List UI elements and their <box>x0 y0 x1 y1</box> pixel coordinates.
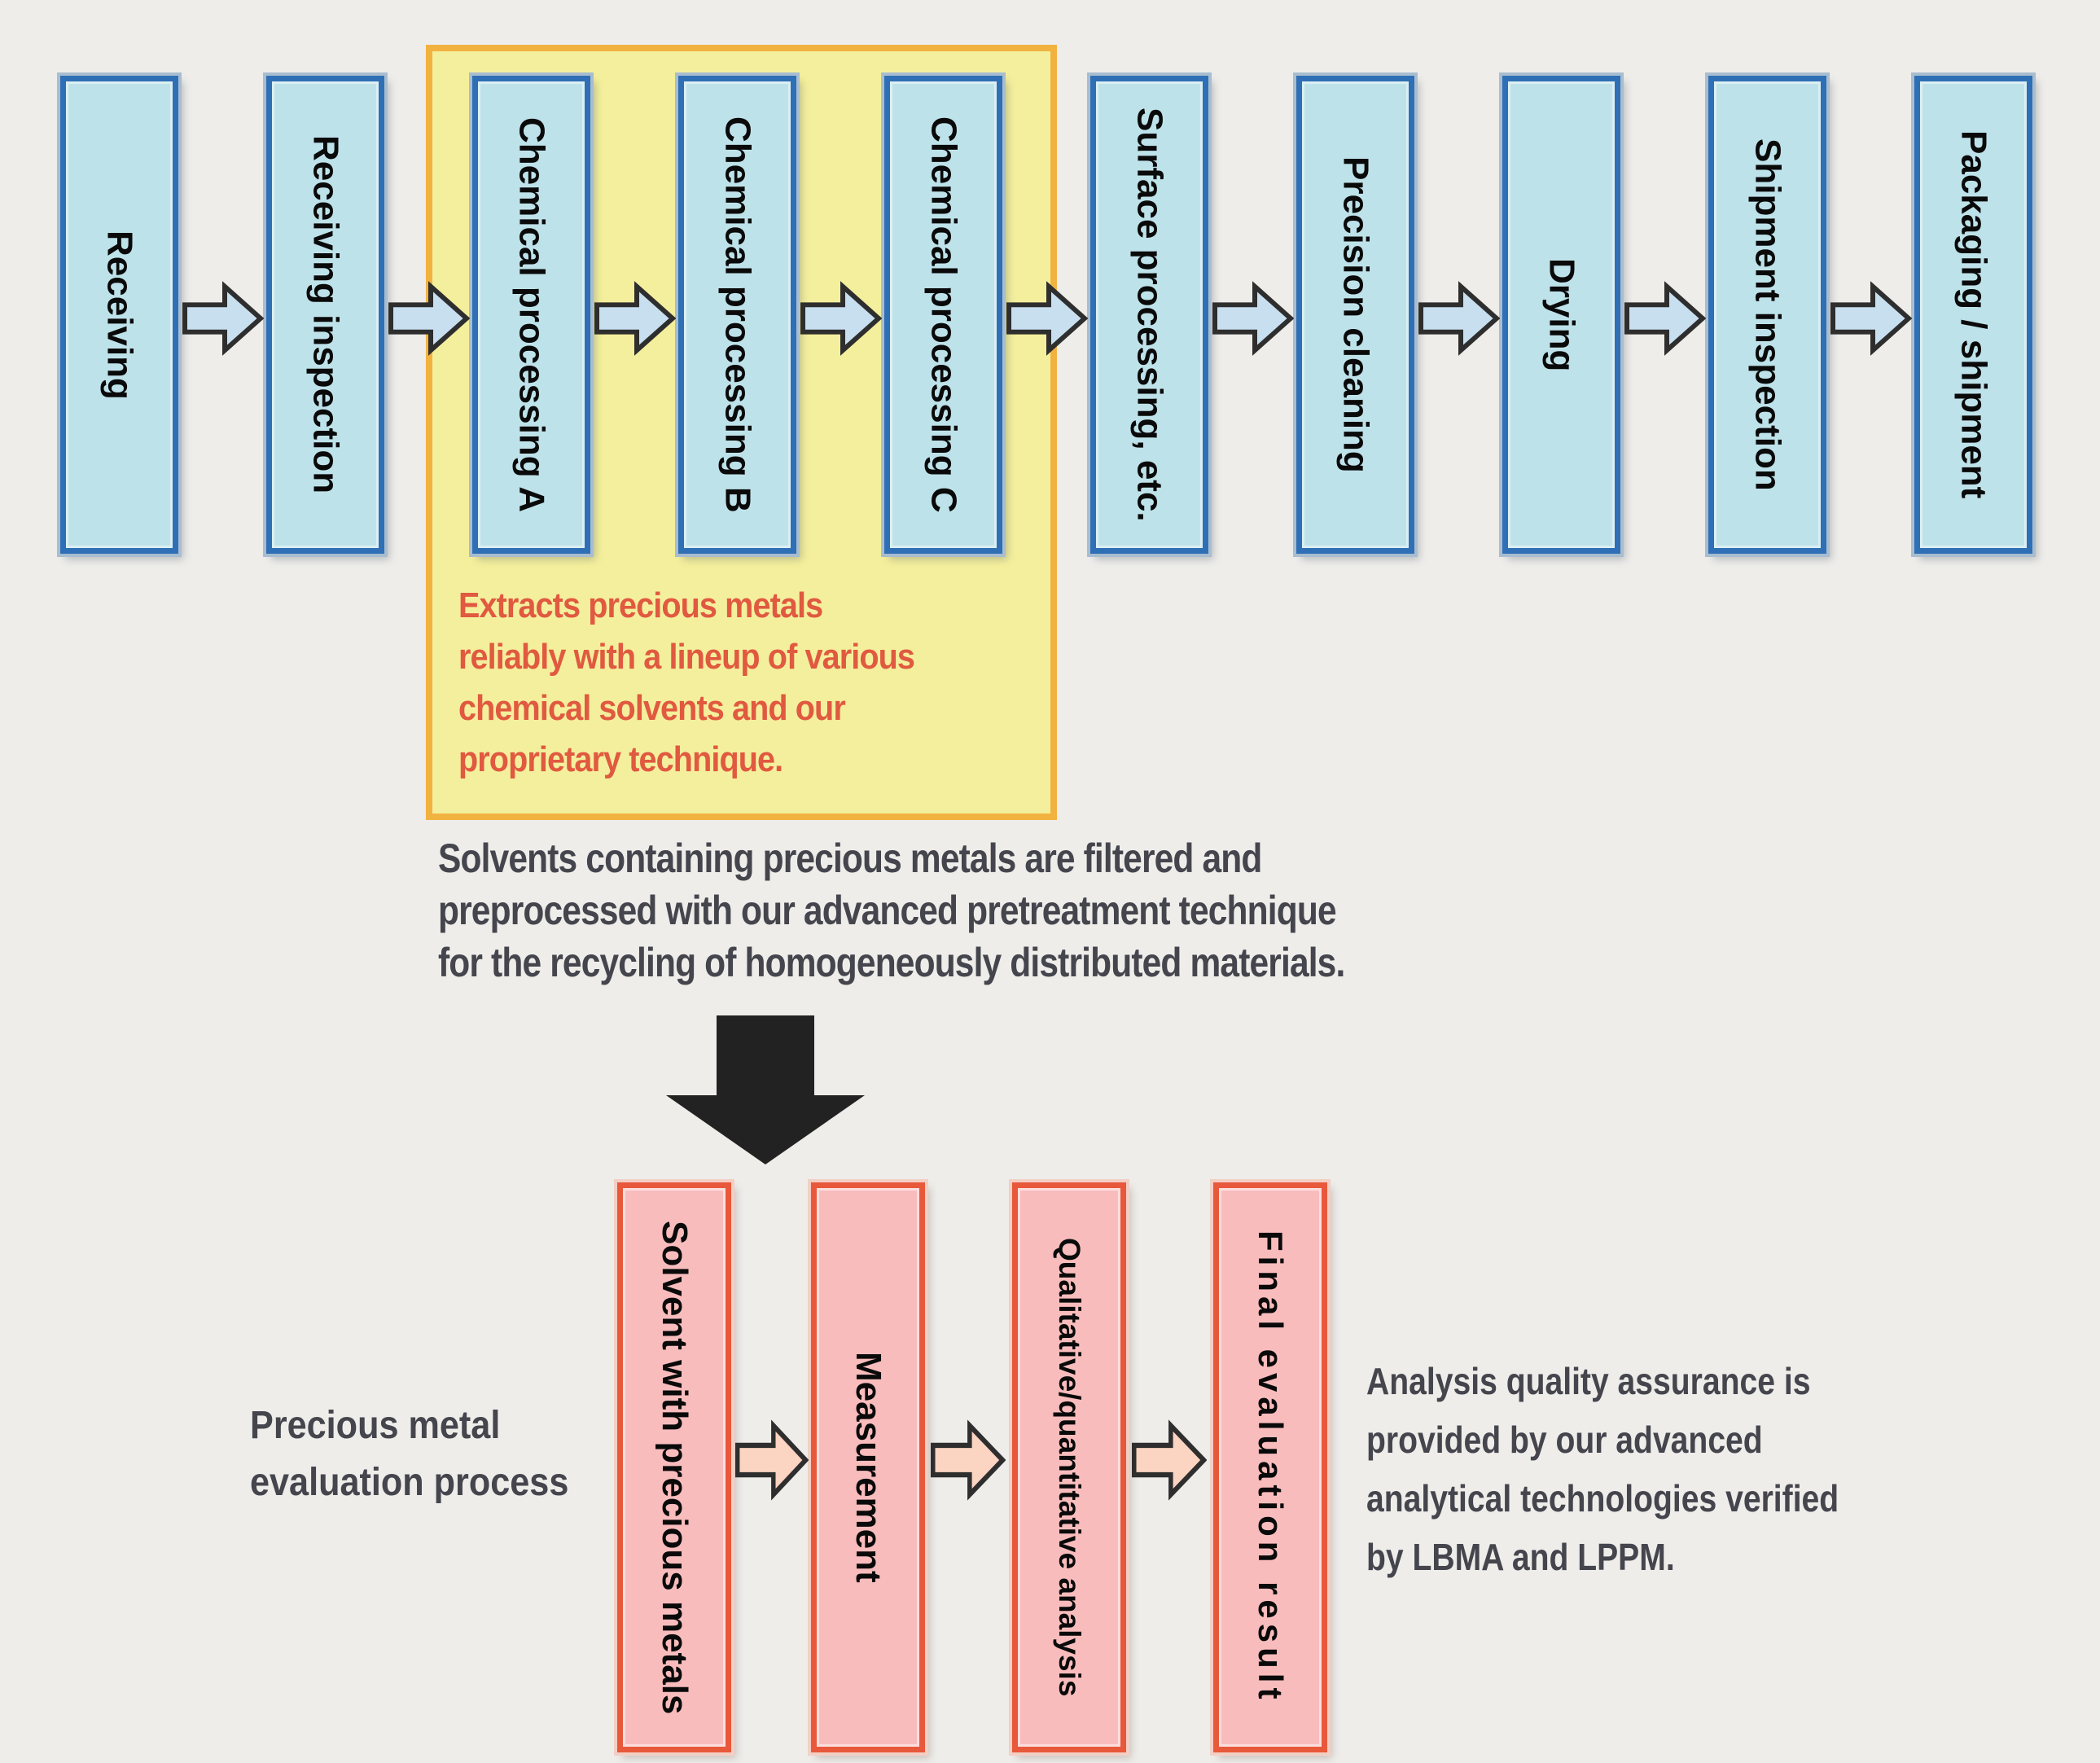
process-box-receiving-inspection: Receiving inspection <box>266 76 384 554</box>
process-box-label: Chemical processing C <box>923 116 964 513</box>
process-box-label: Drying <box>1541 257 1582 372</box>
eval-box-measurement: Measurement <box>811 1182 925 1752</box>
down-arrow-icon <box>666 1015 865 1164</box>
process-box-chemical-b: Chemical processing B <box>678 76 796 554</box>
process-box-chemical-a: Chemical processing A <box>472 76 590 554</box>
eval-box-label: Qualitative/quantitative analysis <box>1053 1238 1086 1697</box>
process-box-shipment-inspection: Shipment inspection <box>1708 76 1826 554</box>
chemical-highlight-note: Extracts precious metals reliably with a… <box>458 580 915 785</box>
analysis-note-line: analytical technologies verified <box>1366 1477 1839 1520</box>
analysis-note-line: provided by our advanced <box>1366 1419 1763 1461</box>
process-box-surface-processing: Surface processing, etc. <box>1090 76 1208 554</box>
chemical-highlight-note-line: reliably with a lineup of various <box>458 637 915 677</box>
process-box-label: Chemical processing A <box>511 117 552 512</box>
chemical-highlight-note-line: proprietary technique. <box>458 739 783 779</box>
flow-arrow-icon <box>1418 278 1500 358</box>
eval-box-label: Measurement <box>848 1352 888 1583</box>
process-box-chemical-c: Chemical processing C <box>884 76 1002 554</box>
flow-arrow-icon <box>800 278 882 358</box>
process-box-label: Chemical processing B <box>717 116 758 513</box>
chemical-highlight-note-line: chemical solvents and our <box>458 688 846 728</box>
process-box-label: Receiving inspection <box>305 135 346 494</box>
flow-arrow-icon <box>931 1417 1006 1503</box>
flow-arrow-icon <box>182 278 264 358</box>
process-box-drying: Drying <box>1502 76 1620 554</box>
eval-box-final-result: Final evaluation result <box>1213 1182 1327 1752</box>
eval-box-label: Final evaluation result <box>1252 1230 1290 1704</box>
flow-arrow-icon <box>388 278 470 358</box>
process-box-label: Precision cleaning <box>1335 156 1376 473</box>
process-box-label: Receiving <box>99 230 140 400</box>
process-box-label: Surface processing, etc. <box>1129 107 1170 522</box>
bottom-flow-title-line: Precious metal <box>250 1404 501 1447</box>
pretreatment-note-line: Solvents containing precious metals are … <box>438 835 1262 881</box>
analysis-note-line: by LBMA and LPPM. <box>1366 1536 1675 1578</box>
flow-arrow-icon <box>735 1417 809 1503</box>
process-box-precision-cleaning: Precision cleaning <box>1296 76 1414 554</box>
process-box-label: Shipment inspection <box>1747 138 1788 491</box>
flow-arrow-icon <box>1132 1417 1207 1503</box>
eval-box-label: Solvent with precious metals <box>655 1220 695 1715</box>
analysis-note-line: Analysis quality assurance is <box>1366 1360 1811 1402</box>
flow-arrow-icon <box>1006 278 1088 358</box>
flow-arrow-icon <box>1212 278 1294 358</box>
pretreatment-note-line: for the recycling of homogeneously distr… <box>438 940 1345 985</box>
flow-arrow-icon <box>1624 278 1706 358</box>
pretreatment-note: Solvents containing precious metals are … <box>438 832 1345 989</box>
chemical-highlight-note-line: Extracts precious metals <box>458 585 823 625</box>
process-box-label: Packaging / shipment <box>1953 130 1994 499</box>
flow-arrow-icon <box>594 278 676 358</box>
pretreatment-note-line: preprocessed with our advanced pretreatm… <box>438 888 1337 933</box>
bottom-flow-title-line: evaluation process <box>250 1461 569 1504</box>
eval-box-solvent: Solvent with precious metals <box>617 1182 731 1752</box>
bottom-flow-title: Precious metal evaluation process <box>250 1397 568 1511</box>
analysis-note: Analysis quality assurance is provided b… <box>1366 1352 1839 1586</box>
eval-box-analysis: Qualitative/quantitative analysis <box>1012 1182 1126 1752</box>
process-box-receiving: Receiving <box>60 76 178 554</box>
flow-arrow-icon <box>1830 278 1912 358</box>
process-box-packaging-shipment: Packaging / shipment <box>1914 76 2032 554</box>
